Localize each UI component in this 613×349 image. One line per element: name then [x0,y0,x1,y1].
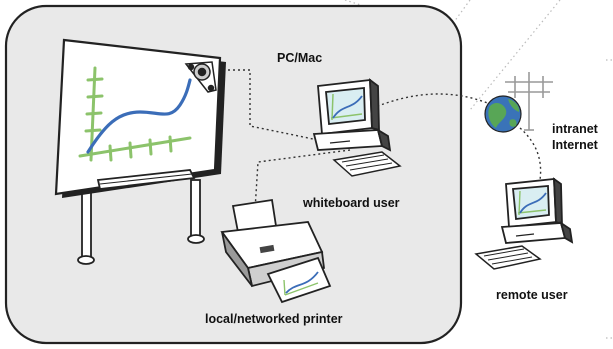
printer-label: local/networked printer [205,312,343,326]
whiteboard-chart-curve [86,78,192,154]
pc-base [312,128,392,152]
pc-to-network-link [367,93,491,111]
pc-mac-label: PC/Mac [277,51,323,65]
whiteboard-to-pc-link [218,69,319,141]
intranet-label: intranet [552,122,598,136]
remote-user-label: remote user [496,288,568,302]
whiteboard-stand [77,179,205,265]
remote-computer-icon [474,177,574,270]
remote-keyboard-icon [474,245,542,270]
remote-monitor [505,177,563,228]
internet-label: Internet [552,138,598,152]
desktop-computer-icon [312,78,402,177]
printer-icon [220,198,332,304]
pc-monitor [317,78,380,136]
pc-to-printer-link [254,149,351,211]
remote-base [500,220,574,244]
keyboard-icon [332,151,402,177]
capture-device-icon [184,61,217,93]
globe-icon [484,95,522,133]
pen-tray-icon [96,169,196,190]
whiteboard-user-label: whiteboard user [303,196,400,210]
network-label: intranet Internet [552,121,598,153]
network-tower-icon [505,72,553,131]
whiteboard-icon [54,38,226,198]
background-guides [344,0,613,339]
